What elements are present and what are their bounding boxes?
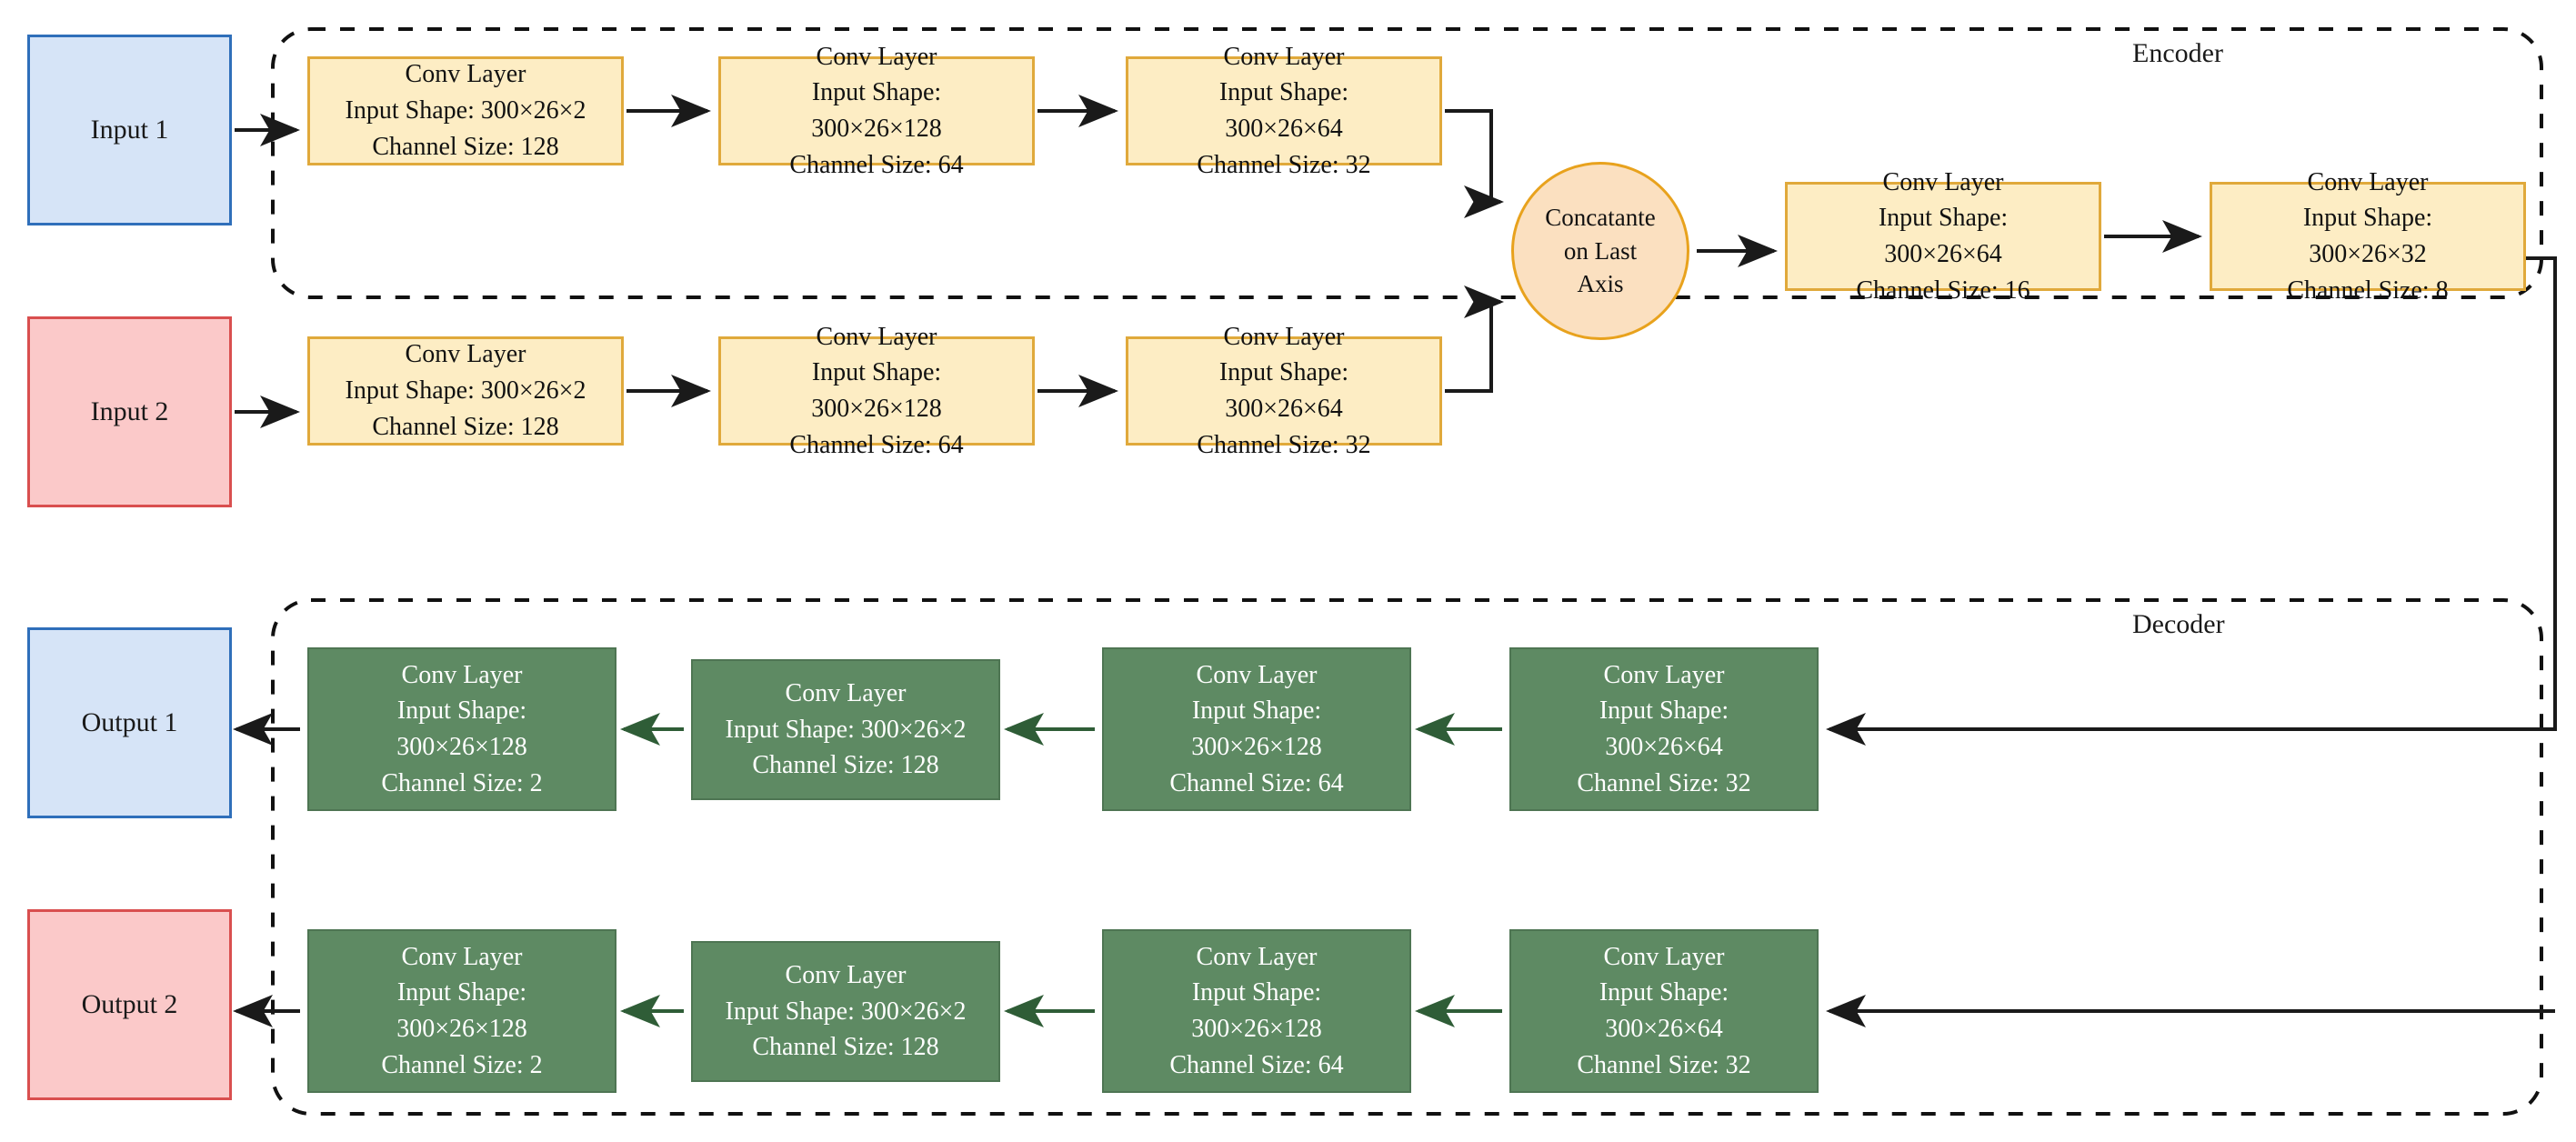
dec1-conv1-line-2: Input Shape: <box>1599 696 1729 726</box>
enc2-conv2-line-3: 300×26×128 <box>811 395 942 423</box>
dec1-conv2-line-4: Channel Size: 64 <box>1169 768 1344 797</box>
dec2-conv4-line-4: Channel Size: 2 <box>381 1050 543 1079</box>
group-label-encoder: Encoder <box>2132 38 2223 68</box>
enc1-conv2-line-2: Input Shape: <box>811 78 942 107</box>
enc1-conv1-line-1: Conv Layer <box>405 60 526 89</box>
dec2-conv1-line-4: Channel Size: 32 <box>1577 1050 1751 1079</box>
dec1-conv3-line-2: Input Shape: 300×26×2 <box>725 715 967 744</box>
enc2-conv3-line-2: Input Shape: <box>1218 358 1349 387</box>
dec2-conv1-line-2: Input Shape: <box>1599 978 1729 1007</box>
enc1-conv1-line-2: Input Shape: 300×26×2 <box>345 96 586 125</box>
dec2-conv1-line-1: Conv Layer <box>1603 942 1725 971</box>
dec1-conv2-line-2: Input Shape: <box>1191 696 1322 726</box>
enc2-conv3-line-1: Conv Layer <box>1223 322 1345 351</box>
dec1-conv1-line-3: 300×26×64 <box>1605 733 1723 761</box>
enc2-conv1-line-3: Channel Size: 128 <box>372 412 559 441</box>
enc1-conv1-line-3: Channel Size: 128 <box>372 132 559 161</box>
enc2-conv1-line-1: Conv Layer <box>405 340 526 369</box>
io-node-output-1[interactable]: Output 1 <box>27 627 232 818</box>
io-node-input-1[interactable]: Input 1 <box>27 35 232 225</box>
enc-trunk-conv1-line-2: Input Shape: <box>1878 204 2009 233</box>
enc1-conv3-line-4: Channel Size: 32 <box>1197 150 1371 179</box>
dec1-conv1-line-1: Conv Layer <box>1603 660 1725 689</box>
enc-trunk-conv1-line-3: 300×26×64 <box>1884 240 2002 268</box>
dec1-conv4-line-2: Input Shape: <box>396 696 527 726</box>
dec2-conv2-line-3: 300×26×128 <box>1191 1015 1322 1043</box>
dec2-conv4-line-1: Conv Layer <box>401 942 523 971</box>
group-label-decoder: Decoder <box>2132 609 2225 639</box>
dec1-conv3-line-3: Channel Size: 128 <box>752 751 939 780</box>
edge-enc2-concat <box>1445 286 1504 393</box>
dec2-conv2-line-1: Conv Layer <box>1196 942 1318 971</box>
dec2-conv3-line-2: Input Shape: 300×26×2 <box>725 997 967 1026</box>
enc-trunk-conv2-line-3: 300×26×32 <box>2309 240 2427 268</box>
enc2-conv3-line-3: 300×26×64 <box>1225 395 1343 423</box>
enc-trunk-conv2-line-2: Input Shape: <box>2302 204 2433 233</box>
dec1-conv3-line-1: Conv Layer <box>785 678 907 707</box>
io-node-input-2[interactable]: Input 2 <box>27 316 232 507</box>
dec2-conv3-line-1: Conv Layer <box>785 960 907 989</box>
enc1-conv2-line-4: Channel Size: 64 <box>789 150 964 179</box>
enc-trunk-conv1-line-4: Channel Size: 16 <box>1856 275 2030 305</box>
dec2-conv4-line-3: 300×26×128 <box>396 1015 527 1043</box>
dec1-conv4-line-3: 300×26×128 <box>396 733 527 761</box>
black-connectors <box>233 95 2557 1027</box>
input-1-label: Input 1 <box>90 115 169 145</box>
dec1-conv4-line-1: Conv Layer <box>401 660 523 689</box>
enc-trunk-conv1-line-1: Conv Layer <box>1882 167 2004 196</box>
enc1-conv3-line-1: Conv Layer <box>1223 42 1345 71</box>
enc-trunk-conv2-line-4: Channel Size: 8 <box>2287 275 2449 305</box>
enc2-conv2-line-2: Input Shape: <box>811 358 942 387</box>
edge-trunk2-bus <box>1826 256 2557 746</box>
input-2-label: Input 2 <box>90 396 169 427</box>
enc2-conv3-line-4: Channel Size: 32 <box>1197 430 1371 459</box>
dec2-conv2-line-4: Channel Size: 64 <box>1169 1050 1344 1079</box>
output-1-label: Output 1 <box>81 707 178 738</box>
edge-enc1-concat <box>1445 109 1504 218</box>
concat-node-line-1: Concatante <box>1545 203 1656 231</box>
enc1-conv3-line-2: Input Shape: <box>1218 78 1349 107</box>
enc2-conv1-line-2: Input Shape: 300×26×2 <box>345 376 586 406</box>
dec1-conv4-line-4: Channel Size: 2 <box>381 768 543 797</box>
dec2-conv3-line-3: Channel Size: 128 <box>752 1033 939 1062</box>
enc2-conv2-line-4: Channel Size: 64 <box>789 430 964 459</box>
dec1-conv2-line-1: Conv Layer <box>1196 660 1318 689</box>
concat-node-line-2: on Last <box>1563 236 1638 265</box>
enc2-conv2-line-1: Conv Layer <box>816 322 937 351</box>
concat-node-line-3: Axis <box>1577 270 1624 298</box>
dec1-conv2-line-3: 300×26×128 <box>1191 733 1322 761</box>
dec2-conv1-line-3: 300×26×64 <box>1605 1015 1723 1043</box>
output-2-label: Output 2 <box>81 989 178 1020</box>
io-node-output-2[interactable]: Output 2 <box>27 909 232 1100</box>
enc1-conv2-line-3: 300×26×128 <box>811 115 942 143</box>
dec2-conv4-line-2: Input Shape: <box>396 978 527 1007</box>
dec1-conv1-line-4: Channel Size: 32 <box>1577 768 1751 797</box>
dec2-conv2-line-2: Input Shape: <box>1191 978 1322 1007</box>
enc1-conv3-line-3: 300×26×64 <box>1225 115 1343 143</box>
enc-trunk-conv2-line-1: Conv Layer <box>2307 167 2429 196</box>
enc1-conv2-line-1: Conv Layer <box>816 42 937 71</box>
